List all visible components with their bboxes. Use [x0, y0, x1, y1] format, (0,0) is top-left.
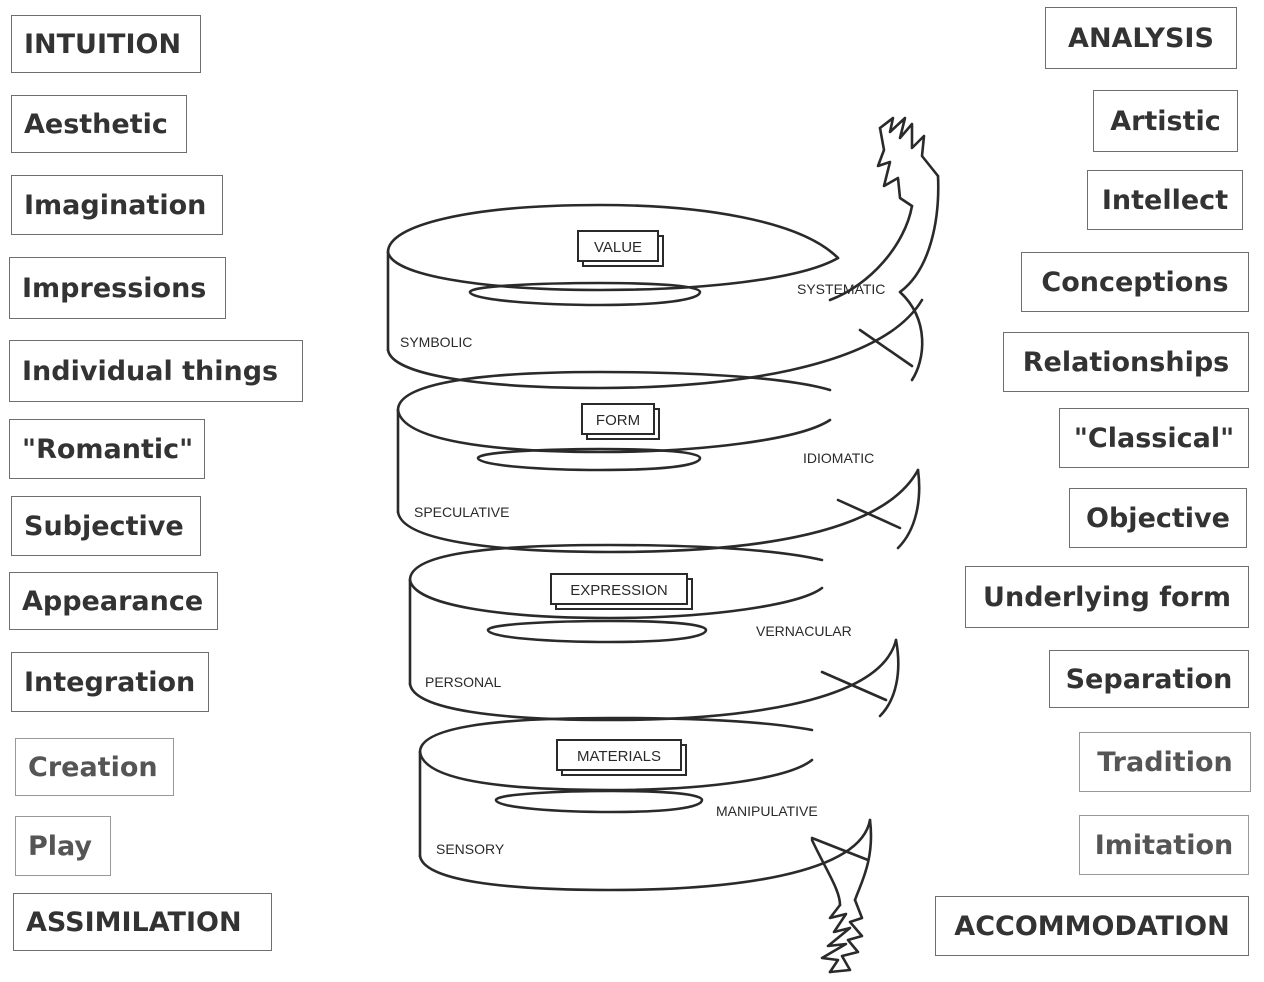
spiral-turn-value: [386, 203, 924, 390]
left-box-play: Play: [15, 816, 111, 876]
left-box-subjective: Subjective: [11, 496, 201, 556]
right-box-objective: Objective: [1069, 488, 1247, 548]
mode-label-idiomatic: IDIOMATIC: [803, 450, 874, 466]
right-box-relationships: Relationships: [1003, 332, 1249, 392]
left-box-integration: Integration: [11, 652, 209, 712]
mode-label-vernacular: VERNACULAR: [756, 623, 852, 639]
right-box-analysis: ANALYSIS: [1045, 7, 1237, 69]
mode-label-manipulative: MANIPULATIVE: [716, 803, 818, 819]
mode-label-systematic: SYSTEMATIC: [797, 281, 885, 297]
top-torn-edge: [878, 116, 940, 178]
spiral-turn-expression: [408, 543, 898, 722]
mode-label-sensory: SENSORY: [436, 841, 505, 857]
left-box-imagination: Imagination: [11, 175, 223, 235]
spiral-turn-form: [396, 370, 920, 554]
left-box-impressions: Impressions: [9, 257, 226, 319]
level-label-expression: EXPRESSION: [570, 582, 668, 599]
right-box-artistic: Artistic: [1093, 90, 1238, 152]
mode-label-symbolic: SYMBOLIC: [400, 334, 472, 350]
top-ribbon-strip: [876, 126, 914, 208]
level-label-value: VALUE: [594, 239, 642, 256]
left-box-appearance: Appearance: [9, 572, 218, 630]
left-box-assimilation: ASSIMILATION: [13, 893, 272, 951]
right-box-classical: "Classical": [1059, 408, 1249, 468]
left-box-romantic: "Romantic": [9, 419, 205, 479]
level-box-materials: [556, 739, 682, 771]
right-box-tradition: Tradition: [1079, 732, 1251, 792]
level-box-form: [581, 403, 655, 435]
right-box-underlying-form: Underlying form: [965, 566, 1249, 628]
right-box-separation: Separation: [1049, 650, 1249, 708]
right-box-imitation: Imitation: [1079, 815, 1249, 875]
left-box-intuition: INTUITION: [11, 15, 201, 73]
mode-label-speculative: SPECULATIVE: [414, 504, 509, 520]
right-box-accommodation: ACCOMMODATION: [935, 896, 1249, 956]
right-box-conceptions: Conceptions: [1021, 252, 1249, 312]
right-box-intellect: Intellect: [1087, 170, 1243, 230]
level-box-value: [577, 230, 659, 262]
level-label-materials: MATERIALS: [577, 748, 661, 765]
left-box-aesthetic: Aesthetic: [11, 95, 187, 153]
level-label-form: FORM: [596, 412, 640, 429]
left-box-creation: Creation: [15, 738, 174, 796]
bottom-torn-edge: [820, 903, 852, 974]
mode-label-personal: PERSONAL: [425, 674, 501, 690]
level-box-expression: [550, 573, 688, 605]
spiral-turn-materials: [418, 716, 872, 892]
left-box-individual-things: Individual things: [9, 340, 303, 402]
